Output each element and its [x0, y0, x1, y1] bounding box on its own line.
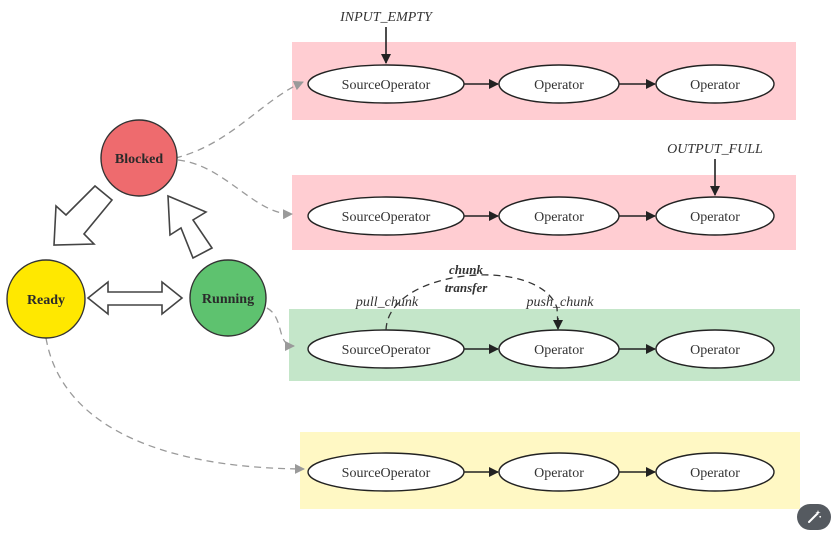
- chunk-transfer-curve: [385, 274, 559, 331]
- state-running-label: Running: [202, 292, 254, 307]
- pipeline-1-source-operator-label: SourceOperator: [342, 78, 431, 93]
- state-blocked-label: Blocked: [115, 152, 163, 167]
- blocked-to-pipeline-2-connector: [177, 159, 293, 220]
- pipeline-4-operator-2-label: Operator: [534, 466, 584, 481]
- pipeline-3-operator-3: [655, 329, 775, 369]
- input-empty-label: INPUT_EMPTY: [339, 10, 434, 25]
- pipeline-4-operator-3-label: Operator: [690, 466, 740, 481]
- ready-running-double-arrow: [86, 280, 184, 316]
- pipeline-3-operator-2-label: Operator: [534, 343, 584, 358]
- blocked-to-pipeline-1-connector: [174, 81, 304, 159]
- state-ready-label: Ready: [27, 293, 65, 308]
- push-chunk-label: push_chunk: [526, 295, 595, 310]
- state-blocked: Blocked: [100, 119, 178, 197]
- running-to-pipeline-3-connector: [266, 307, 295, 351]
- pull-chunk-label: pull_chunk: [355, 295, 419, 310]
- pipeline-1-operator-3-label: Operator: [690, 78, 740, 93]
- pipeline-4-source-operator-label: SourceOperator: [342, 466, 431, 481]
- state-running: Running: [189, 259, 267, 337]
- pipeline-3-source-operator-label: SourceOperator: [342, 343, 431, 358]
- pipeline-3-operator-3-label: Operator: [690, 343, 740, 358]
- pipeline-2-operator-3: [655, 196, 775, 236]
- pipeline-2-source-operator-label: SourceOperator: [342, 210, 431, 225]
- ready-to-pipeline-4-connector: [45, 337, 305, 474]
- edit-image-button[interactable]: [797, 504, 831, 530]
- state-ready: Ready: [6, 259, 86, 339]
- pipeline-1-operator-2-label: Operator: [534, 78, 584, 93]
- blocked-to-ready-arrow: [53, 184, 114, 246]
- pipeline-2-operator-2-label: Operator: [534, 210, 584, 225]
- chunk-transfer-label-line2: transfer: [445, 280, 489, 295]
- pipeline-4-operator-3: [655, 452, 775, 492]
- pipeline-2-operator-3-label: Operator: [690, 210, 740, 225]
- pipeline-1-operator-3: [655, 64, 775, 104]
- magic-wand-icon: [808, 510, 822, 523]
- running-to-blocked-arrow: [167, 194, 214, 260]
- output-full-label: OUTPUT_FULL: [667, 142, 763, 157]
- chunk-transfer-label-line1: chunk: [449, 262, 483, 277]
